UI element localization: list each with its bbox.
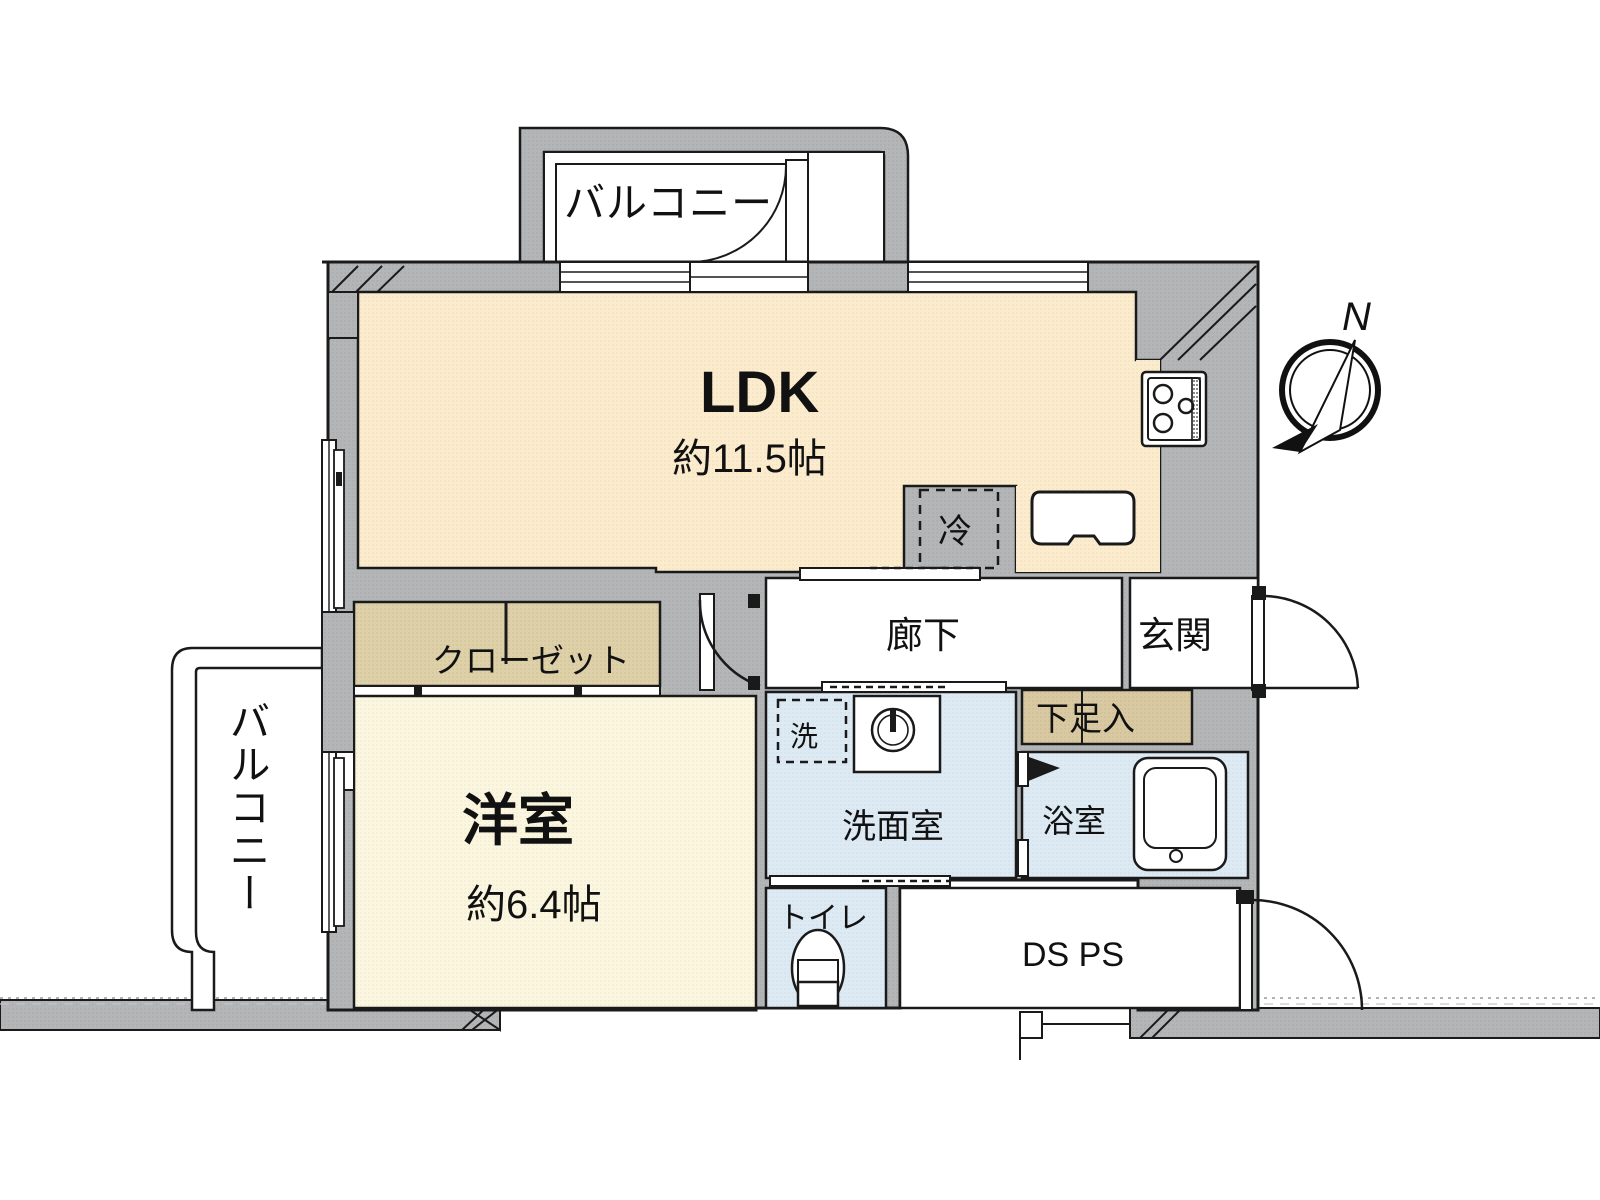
ds-ps-label: DS PS [1022, 936, 1124, 974]
room-entrance: 玄関 [1128, 576, 1260, 690]
ground-band-right [1129, 1007, 1600, 1039]
window-ldk-north-mid [689, 261, 809, 293]
north-arrow: N [1272, 295, 1381, 455]
bathroom-label: 浴室 [1042, 803, 1106, 839]
toilet-bowl-icon [790, 928, 846, 1008]
shoe-box-label: 下足入 [1036, 700, 1135, 737]
ldk-area-label: 約11.5帖 [672, 437, 827, 481]
bathroom-door [1017, 751, 1060, 877]
room-bedroom: 洋室 約6.4帖 [352, 694, 758, 1010]
balcony-west-label: バルコニー [223, 700, 269, 915]
window-ldk-north-right [907, 261, 1089, 293]
closet-label: クローゼット [432, 642, 630, 679]
ds-ps-sill [1019, 1011, 1130, 1060]
room-corridor: 廊下 [764, 576, 1124, 690]
stove-icon [1140, 370, 1208, 448]
kitchen-sink-icon [1030, 490, 1136, 546]
vanity-basin-icon [852, 694, 942, 774]
bedroom-door [698, 593, 761, 691]
balcony-north: バルコニー [518, 126, 910, 264]
corridor-label: 廊下 [886, 615, 960, 656]
toilet-sliding-door [769, 875, 951, 887]
window-west-lower [321, 751, 345, 933]
room-closet: クローゼット [352, 600, 662, 725]
balcony-north-label: バルコニー [564, 180, 773, 226]
bedroom-area-label: 約6.4帖 [466, 883, 602, 927]
room-ds-ps: DS PS [898, 886, 1242, 1010]
front-door [1251, 586, 1360, 698]
room-ldk: LDK 約11.5帖 [327, 290, 1162, 574]
fridge-label: 冷 [938, 513, 972, 551]
washroom-label: 洗面室 [842, 808, 944, 846]
window-ldk-north-left [559, 261, 691, 293]
ds-ps-door [1236, 890, 1364, 1011]
balcony-west: バルコニー [170, 646, 324, 1012]
shoe-box: 下足入 [1020, 688, 1194, 746]
bathtub-icon [1132, 756, 1228, 872]
compass-north-label: N [1342, 295, 1371, 339]
corridor-ldk-sliding-door [799, 566, 981, 581]
washer-label: 洗 [790, 721, 818, 752]
ldk-label: LDK [700, 360, 819, 425]
bedroom-label: 洋室 [462, 789, 574, 852]
window-west-upper [321, 439, 345, 613]
fridge-space: 冷 [918, 488, 1000, 570]
entrance-label: 玄関 [1138, 615, 1212, 656]
corner-hatch-top-right [1159, 265, 1257, 361]
washroom-sliding-door [821, 681, 1007, 693]
washer-space: 洗 [776, 698, 848, 764]
west-wall-segment [321, 611, 355, 753]
